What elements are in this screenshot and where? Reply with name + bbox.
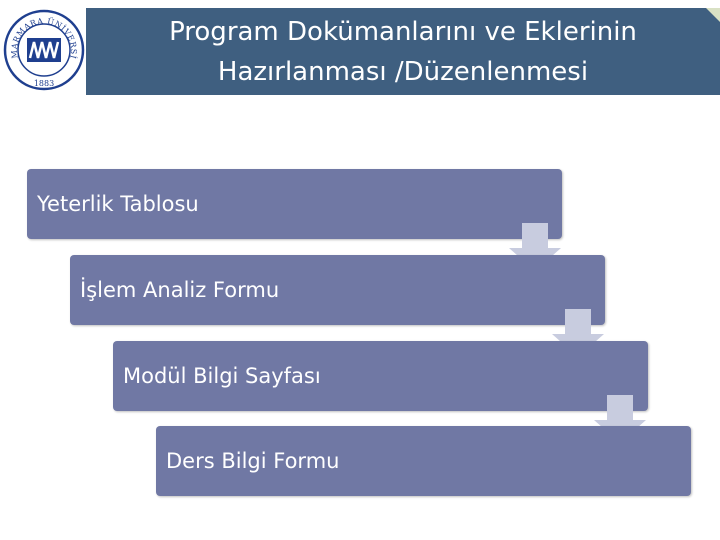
corner-fold	[706, 8, 720, 22]
step-modul-bilgi-sayfasi[interactable]: Modül Bilgi Sayfası	[113, 341, 648, 411]
header-banner: Program Dokümanlarını ve Eklerinin Hazır…	[86, 8, 720, 95]
step-label: Yeterlik Tablosu	[37, 192, 199, 216]
page-title: Program Dokümanlarını ve Eklerinin Hazır…	[169, 16, 637, 87]
step-yeterlik-tablosu[interactable]: Yeterlik Tablosu	[27, 169, 562, 239]
step-label: Modül Bilgi Sayfası	[123, 364, 321, 388]
step-islem-analiz-formu[interactable]: İşlem Analiz Formu	[70, 255, 605, 325]
university-logo: MARMARA ÜNİVERSİTESİ 1883	[2, 6, 85, 91]
step-label: İşlem Analiz Formu	[80, 278, 280, 302]
step-label: Ders Bilgi Formu	[166, 449, 340, 473]
logo-year: 1883	[34, 79, 54, 88]
step-ders-bilgi-formu[interactable]: Ders Bilgi Formu	[156, 426, 691, 496]
